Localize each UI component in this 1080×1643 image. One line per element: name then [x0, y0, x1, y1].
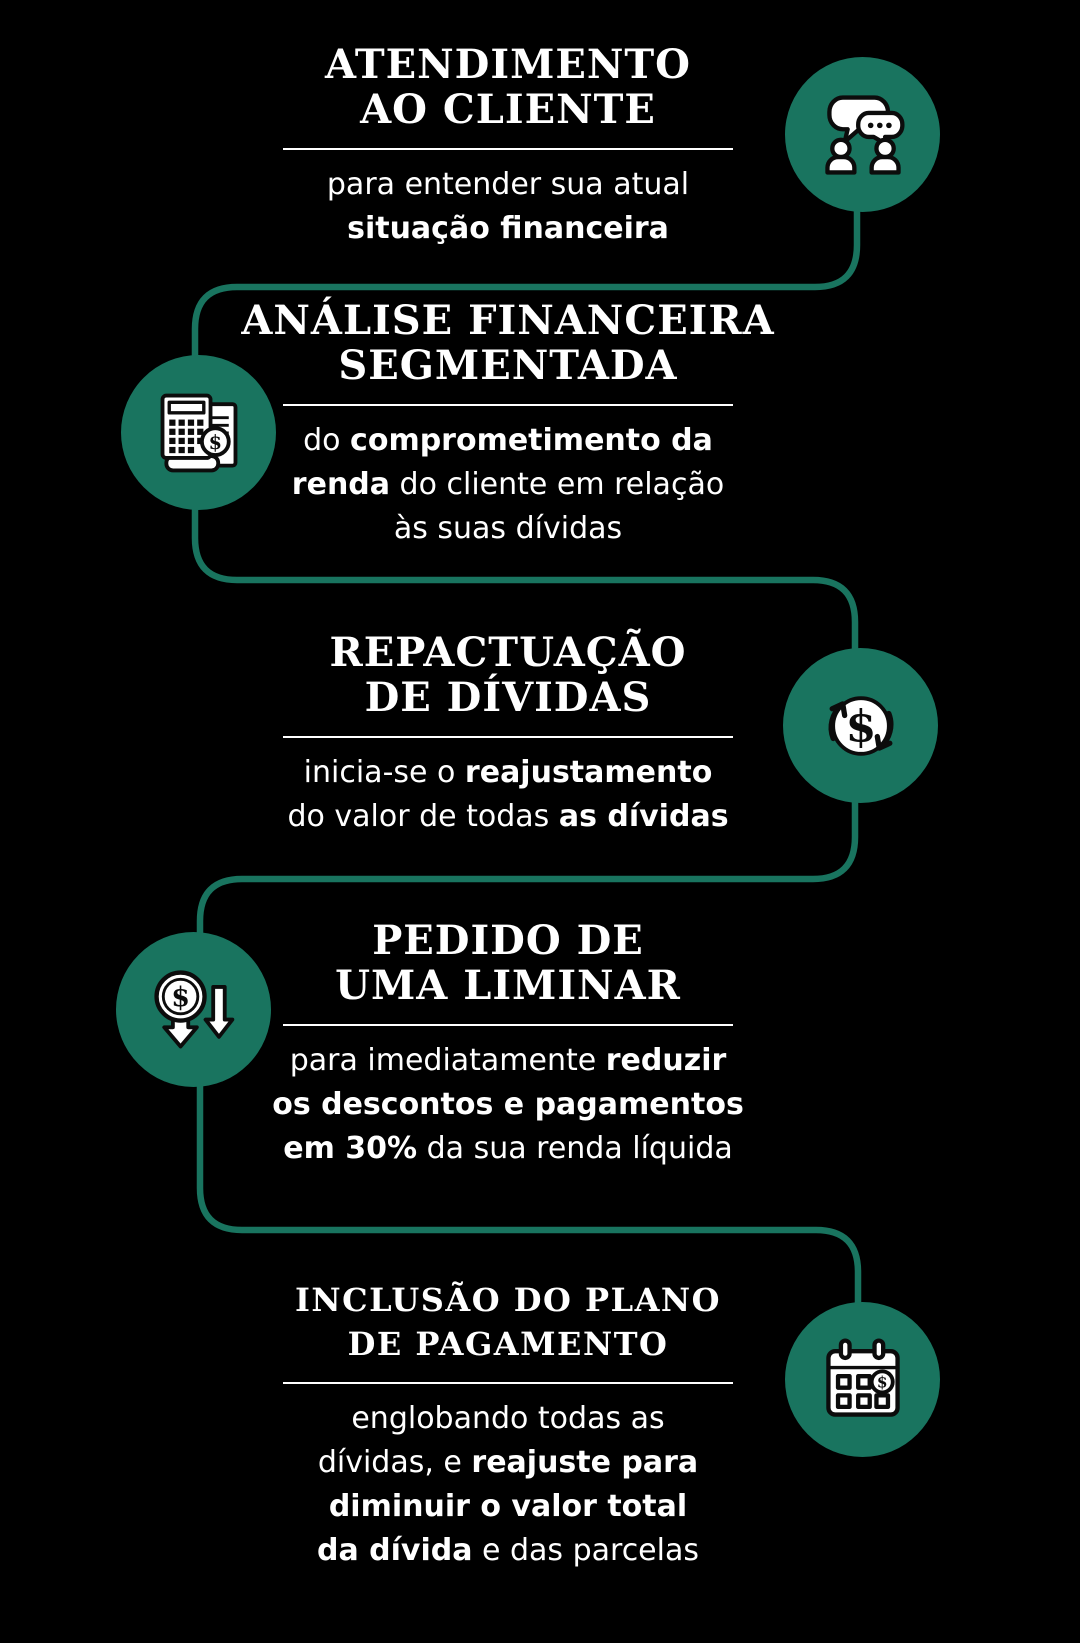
money-exchange-icon: $	[828, 695, 893, 756]
divider	[283, 1382, 733, 1384]
divider	[283, 736, 733, 738]
icon-badge: $	[121, 355, 276, 510]
svg-text:$: $	[208, 430, 221, 453]
divider	[283, 404, 733, 406]
svg-text:$: $	[845, 701, 876, 752]
divider	[283, 1024, 733, 1026]
chat-icon	[824, 94, 905, 175]
icon-badge: $	[785, 1302, 940, 1457]
icon-badge	[785, 57, 940, 212]
divider	[283, 148, 733, 150]
calculator-icon: $	[160, 393, 237, 472]
money-reduction-icon: $	[153, 969, 234, 1048]
svg-text:$: $	[171, 982, 190, 1013]
icon-badge: $	[783, 648, 938, 803]
svg-text:$: $	[876, 1373, 887, 1391]
icon-badge: $	[116, 932, 271, 1087]
payment-calendar-icon: $	[825, 1337, 900, 1417]
